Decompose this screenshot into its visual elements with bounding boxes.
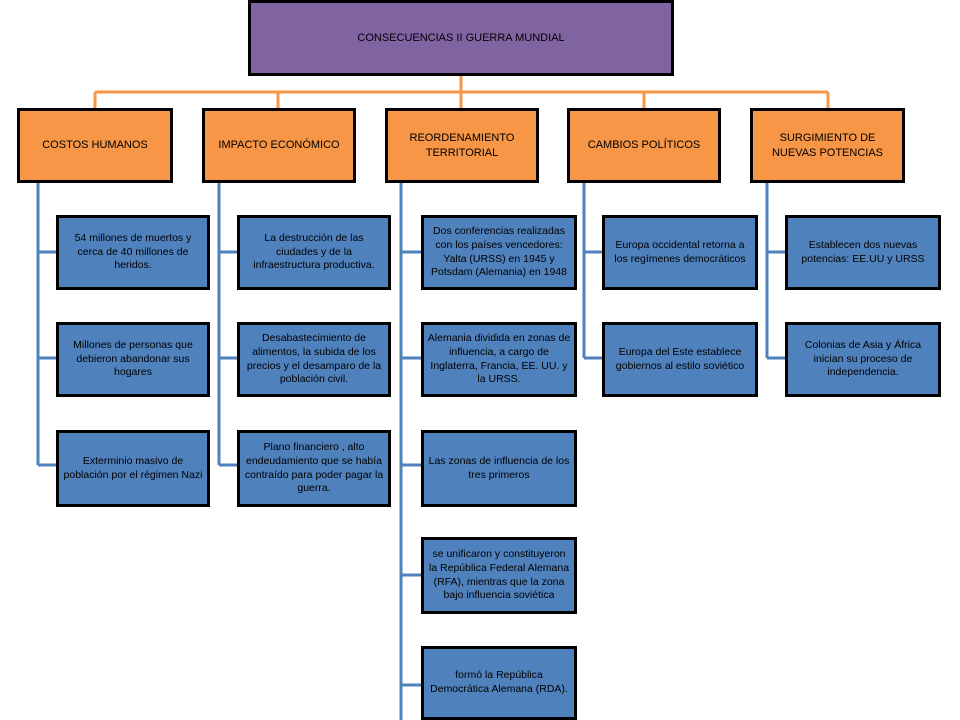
item-nuevas-potencias-2: Colonias de Asia y África inician su pro… xyxy=(785,322,941,397)
category-cambios-politicos: CAMBIOS POLÍTICOS xyxy=(567,108,721,183)
item-costos-humanos-1: 54 millones de muertos y cerca de 40 mil… xyxy=(56,215,210,290)
root-label: CONSECUENCIAS II GUERRA MUNDIAL xyxy=(357,32,565,44)
item-reordenamiento-5: formó la República Democrática Alemana (… xyxy=(421,646,577,720)
category-nuevas-potencias: SURGIMIENTO DE NUEVAS POTENCIAS xyxy=(750,108,905,183)
item-cambios-politicos-2: Europa del Este establece gobiernos al e… xyxy=(602,322,758,397)
item-impacto-economico-3: Plano financiero , alto endeudamiento qu… xyxy=(237,430,391,507)
category-impacto-economico: IMPACTO ECONÓMICO xyxy=(202,108,356,183)
item-reordenamiento-4: se unificaron y constituyeron la Repúbli… xyxy=(421,537,577,614)
item-text: 54 millones de muertos y cerca de 40 mil… xyxy=(74,232,192,272)
item-text: Plano financiero , alto endeudamiento qu… xyxy=(244,441,384,495)
item-text: se unificaron y constituyeron la Repúbli… xyxy=(428,548,570,602)
item-text: Desabastecimiento de alimentos, la subid… xyxy=(246,332,382,386)
item-text: Establecen dos nuevas potencias: EE.UU y… xyxy=(801,238,925,265)
category-label: SURGIMIENTO DE NUEVAS POTENCIAS xyxy=(771,132,884,159)
item-text: La destrucción de las ciudades y de la i… xyxy=(253,232,375,272)
item-nuevas-potencias-1: Establecen dos nuevas potencias: EE.UU y… xyxy=(785,215,941,290)
category-label: COSTOS HUMANOS xyxy=(42,139,148,152)
root-node: CONSECUENCIAS II GUERRA MUNDIAL xyxy=(248,0,674,76)
item-text: Dos conferencias realizadas con los país… xyxy=(431,225,567,279)
item-reordenamiento-1: Dos conferencias realizadas con los país… xyxy=(421,215,577,290)
category-costos-humanos: COSTOS HUMANOS xyxy=(17,108,173,183)
category-label: IMPACTO ECONÓMICO xyxy=(218,139,340,152)
item-text: Europa del Este establece gobiernos al e… xyxy=(615,345,745,372)
category-label: CAMBIOS POLÍTICOS xyxy=(587,139,701,152)
item-impacto-economico-1: La destrucción de las ciudades y de la i… xyxy=(237,215,391,290)
item-text: Colonias de Asia y África inician su pro… xyxy=(804,339,922,379)
item-cambios-politicos-1: Europa occidental retorna a los regímene… xyxy=(602,215,758,290)
category-label: REORDENAMIENTO TERRITORIAL xyxy=(409,132,515,159)
item-text: Europa occidental retorna a los regímene… xyxy=(614,238,746,265)
item-costos-humanos-2: Millones de personas que debieron abando… xyxy=(56,322,210,397)
item-costos-humanos-3: Exterminio masivo de población por el ré… xyxy=(56,430,210,507)
item-reordenamiento-3: Las zonas de influencia de los tres prim… xyxy=(421,430,577,507)
item-text: Alemania dividida en zonas de influencia… xyxy=(427,332,571,386)
item-text: Millones de personas que debieron abando… xyxy=(73,339,193,379)
item-reordenamiento-2: Alemania dividida en zonas de influencia… xyxy=(421,322,577,397)
category-reordenamiento-territorial: REORDENAMIENTO TERRITORIAL xyxy=(385,108,539,183)
item-impacto-economico-2: Desabastecimiento de alimentos, la subid… xyxy=(237,322,391,397)
item-text: Exterminio masivo de población por el ré… xyxy=(63,454,203,481)
item-text: Las zonas de influencia de los tres prim… xyxy=(428,454,570,481)
item-text: formó la República Democrática Alemana (… xyxy=(430,669,568,695)
